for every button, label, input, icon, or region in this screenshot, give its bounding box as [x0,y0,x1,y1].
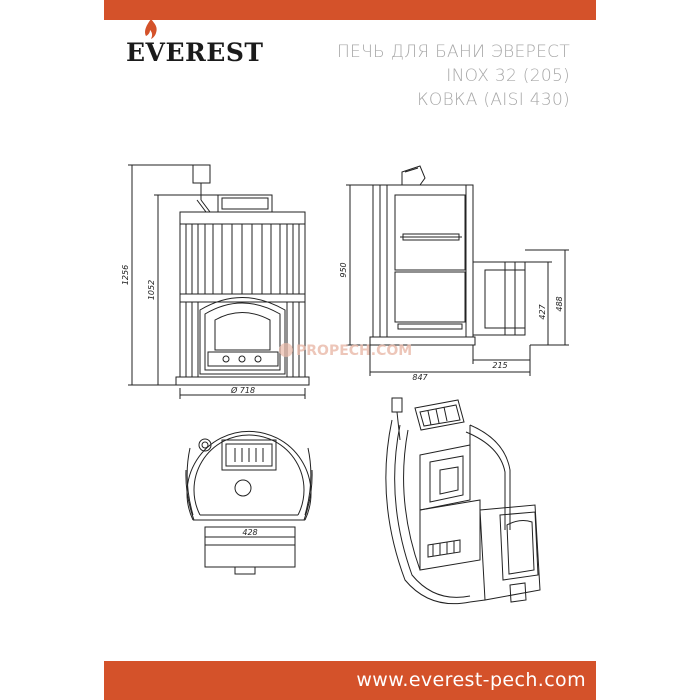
front-view-drawing [128,164,310,399]
dim-total-height: 1256 [121,265,130,285]
dim-tunnel-h1: 427 [538,303,547,319]
title-line-1: ПЕЧЬ ДЛЯ БАНИ ЭВЕРЕСТ [336,42,570,62]
dim-tunnel-length: 215 [492,361,507,370]
dim-tunnel-h2: 488 [555,296,564,311]
title-line-3: КОВКА (AISI 430) [417,90,570,110]
dim-top-width: 428 [242,528,257,537]
dim-body-height: 1052 [147,280,156,300]
dim-depth: 847 [412,373,428,382]
flame-icon [145,19,157,39]
top-accent-band [104,0,596,20]
product-title: ПЕЧЬ ДЛЯ БАНИ ЭВЕРЕСТ INOX 32 (205) КОВК… [290,40,570,112]
logo-text: EVEREST [126,38,264,67]
side-view-drawing [346,165,569,376]
isometric-cutaway-drawing [385,397,541,605]
footer-website-link[interactable]: www.everest-pech.com [356,669,586,691]
top-view-drawing [185,430,313,575]
dim-diameter: Ø 718 [230,385,255,395]
bottom-accent-band [104,661,596,700]
everest-logo: EVEREST [126,19,264,67]
watermark-flame-icon [279,343,293,357]
title-line-2: INOX 32 (205) [446,66,570,86]
dim-side-height: 950 [339,262,348,277]
watermark: PROPECH.COM [296,343,412,359]
